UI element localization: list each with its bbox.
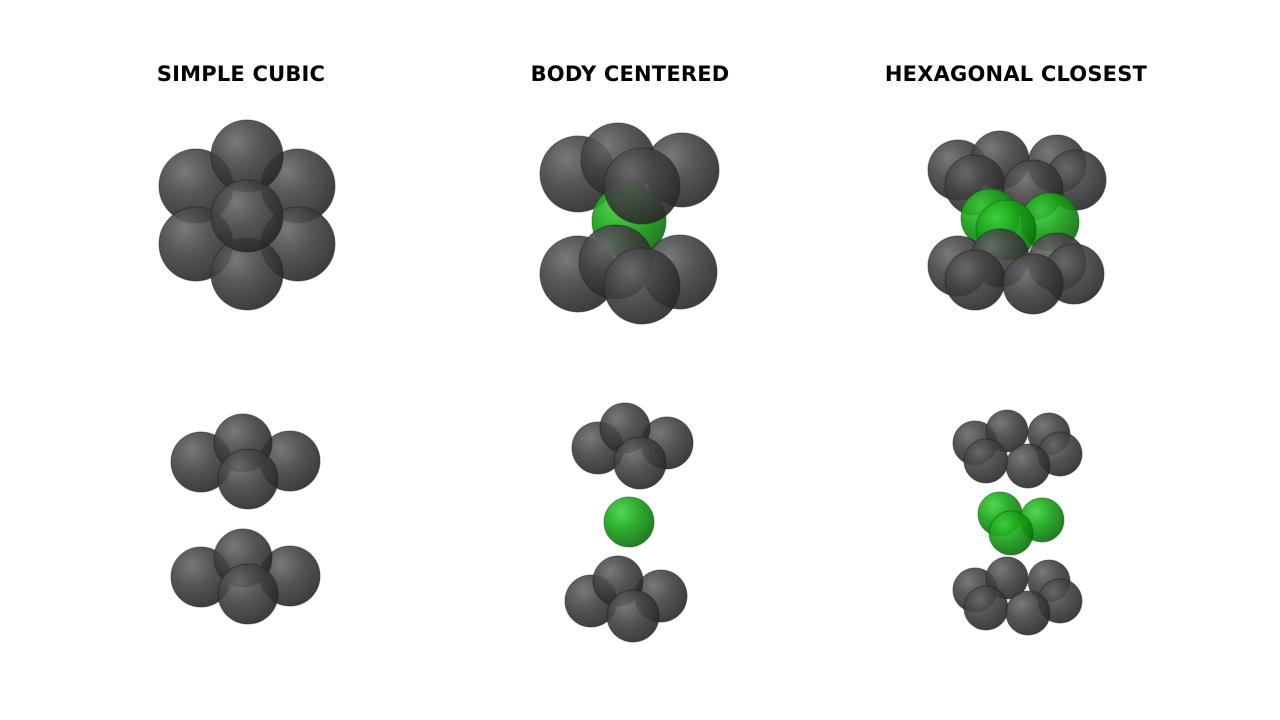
dark-atom bbox=[1005, 443, 1051, 489]
dark-atom bbox=[963, 585, 1009, 631]
dark-atom bbox=[1005, 590, 1051, 636]
hexagonal-closest-assembled bbox=[927, 130, 1107, 315]
body-centered-center-atom bbox=[603, 496, 655, 548]
title-simple-cubic: SIMPLE CUBIC bbox=[156, 62, 326, 86]
title-hexagonal-closest: HEXAGONAL CLOSEST bbox=[884, 62, 1148, 86]
hexagonal-middle-layer bbox=[977, 491, 1065, 556]
simple-cubic-top-layer bbox=[170, 413, 321, 510]
simple-cubic-bottom-layer bbox=[170, 528, 321, 625]
dark-atom bbox=[217, 448, 279, 510]
dark-atom bbox=[603, 147, 681, 225]
dark-atom bbox=[613, 436, 667, 490]
hexagonal-top-layer bbox=[952, 409, 1083, 489]
dark-atom bbox=[603, 247, 681, 325]
dark-atom bbox=[217, 563, 279, 625]
green-atom bbox=[988, 510, 1034, 556]
green-atom bbox=[603, 496, 655, 548]
body-centered-bottom-layer bbox=[564, 555, 688, 643]
title-body-centered: BODY CENTERED bbox=[530, 62, 730, 86]
hexagonal-bottom-layer bbox=[952, 556, 1083, 636]
dark-atom bbox=[944, 249, 1006, 311]
body-centered-top-layer bbox=[571, 402, 694, 490]
dark-atom bbox=[606, 589, 660, 643]
body-centered-assembled bbox=[539, 122, 720, 325]
dark-atom bbox=[210, 179, 284, 253]
simple-cubic-assembled bbox=[158, 119, 336, 311]
dark-atom bbox=[963, 438, 1009, 484]
dark-atom bbox=[1002, 253, 1064, 315]
